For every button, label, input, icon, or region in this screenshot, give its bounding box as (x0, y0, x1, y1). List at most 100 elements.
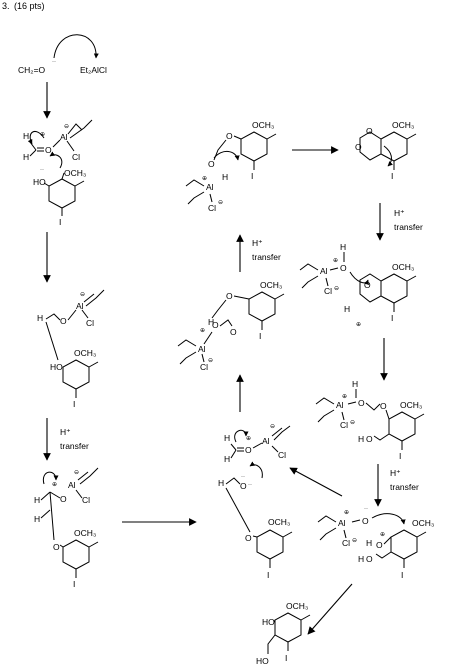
h-label: H (222, 172, 228, 182)
och3-label: OCH₃ (286, 601, 308, 611)
iodine-label: I (391, 313, 393, 323)
negative-charge: ⊖ (352, 538, 357, 544)
curly-arrow (371, 513, 406, 525)
al-label: Al (262, 436, 270, 446)
h-label: H (344, 304, 350, 314)
negative-charge: ⊖ (208, 358, 213, 364)
o-label: O (340, 263, 347, 273)
curly-arrow (349, 271, 369, 286)
lone-pair-dots: ·· (241, 474, 245, 480)
o-label: O (366, 554, 373, 564)
o-label: O (358, 398, 365, 408)
al-label: Al (76, 301, 84, 311)
question-points: (16 pts) (14, 1, 45, 11)
al-label: Al (198, 344, 206, 354)
och3-label: OCH₃ (412, 518, 434, 528)
positive-charge: ⊕ (344, 510, 349, 516)
negative-charge: ⊖ (334, 286, 339, 292)
curly-arrow-attack (49, 151, 63, 169)
h-label: H (340, 242, 346, 252)
o-label: O (60, 494, 67, 504)
h-label: H (352, 379, 358, 389)
o-label: O (240, 481, 247, 491)
h-plus-label: H⁺ (394, 208, 405, 218)
iodine-label: I (73, 399, 75, 409)
iodine-label: I (73, 579, 75, 589)
intermediate-bis-oxonium: H H O ⊕ Al ⊖ Cl H O ·· ·· O OCH₃ I (218, 424, 293, 580)
h-label: H (37, 313, 43, 323)
positive-charge: ⊕ (200, 328, 205, 334)
och3-label: OCH₃ (252, 120, 274, 130)
o-label: O (380, 401, 387, 411)
och3-label: OCH₃ (392, 120, 414, 130)
negative-charge: ⊖ (74, 470, 79, 476)
o-label: O (245, 445, 252, 455)
h-label: H (358, 554, 364, 564)
iodine-label: I (259, 331, 261, 341)
transfer-label: transfer (394, 222, 423, 232)
lewis-acid-label: Et₂AlCl (80, 65, 107, 75)
question-number: 3. (2, 1, 10, 11)
iodine-label: I (391, 171, 393, 181)
o-label: O (208, 159, 215, 169)
positive-charge: ⊕ (333, 258, 338, 264)
al-label: Al (206, 182, 214, 192)
iodine-label: I (251, 171, 253, 181)
h-label: H (208, 317, 214, 327)
o-label: O (366, 434, 373, 444)
h-label: H (366, 538, 372, 548)
h-label: H (224, 433, 230, 443)
h-label: H (34, 514, 40, 524)
o-label: O (60, 316, 67, 326)
curly-arrow (234, 429, 249, 443)
intermediate-aluminate-benzyl-alcohol: H O ⊕ Al Cl ⊖ O OCH₃ I H O (315, 379, 425, 461)
positive-charge: ⊕ (246, 436, 251, 442)
positive-charge: ⊕ (202, 176, 207, 182)
o-label: O (226, 131, 233, 141)
cl-label: Cl (200, 362, 208, 372)
och3-label: OCH₃ (74, 348, 96, 358)
iodine-label: I (59, 217, 61, 227)
iodine-label: I (285, 653, 287, 663)
cl-label: Cl (86, 318, 94, 328)
o-label: O (362, 516, 369, 526)
transfer-label: transfer (252, 252, 281, 262)
intermediate-oxonium-cyclization: OCH₃ I O O Al ⊕ H Cl ⊖ (185, 120, 277, 213)
och3-label: OCH₃ (260, 280, 282, 290)
ho-label: HO (262, 617, 275, 627)
cl-label: Cl (208, 203, 216, 213)
ho-label: HO (50, 362, 63, 372)
arrow-to-product (307, 583, 353, 635)
iodine-label: I (399, 451, 401, 461)
cl-label: Cl (340, 420, 348, 430)
cyclic-acetal-benzodioxane: OCH₃ I O O (355, 120, 417, 181)
cl-label: Cl (324, 286, 332, 296)
h-label: H (224, 454, 230, 464)
curly-arrow-o-to-al (53, 34, 99, 59)
lone-pair-dots: ·· (364, 506, 368, 512)
h-label: H (23, 131, 29, 141)
positive-charge: ⊕ (40, 132, 45, 138)
iodine-label: I (267, 570, 269, 580)
positive-charge: ⊕ (380, 532, 385, 538)
o-label: O (230, 327, 237, 337)
transfer-label: transfer (390, 482, 419, 492)
negative-charge: ⊖ (218, 200, 223, 206)
curly-arrow-pi-bond (27, 130, 45, 145)
cl-label: Cl (278, 450, 286, 460)
o-label: O (53, 542, 60, 552)
lone-pair-dots: ·· (248, 482, 252, 488)
negative-charge: ⊖ (80, 292, 85, 298)
o-label: O (226, 291, 233, 301)
positive-charge: ⊕ (342, 394, 347, 400)
al-label: Al (338, 518, 346, 528)
intermediate-aluminate-ether: OCH₃ I O H O ⊕ O Al Cl ⊖ (177, 280, 285, 372)
h-plus-label: H⁺ (252, 238, 263, 248)
intermediate-protonated-acetal: H O ⊕ Al Cl ⊖ OCH₃ I O H ⊕ (299, 242, 417, 328)
oh-label: H (358, 434, 364, 444)
transfer-label: transfer (60, 441, 89, 451)
lone-pair-dots: ·· (40, 167, 44, 173)
cl-label: Cl (72, 152, 80, 162)
al-label: Al (336, 400, 344, 410)
